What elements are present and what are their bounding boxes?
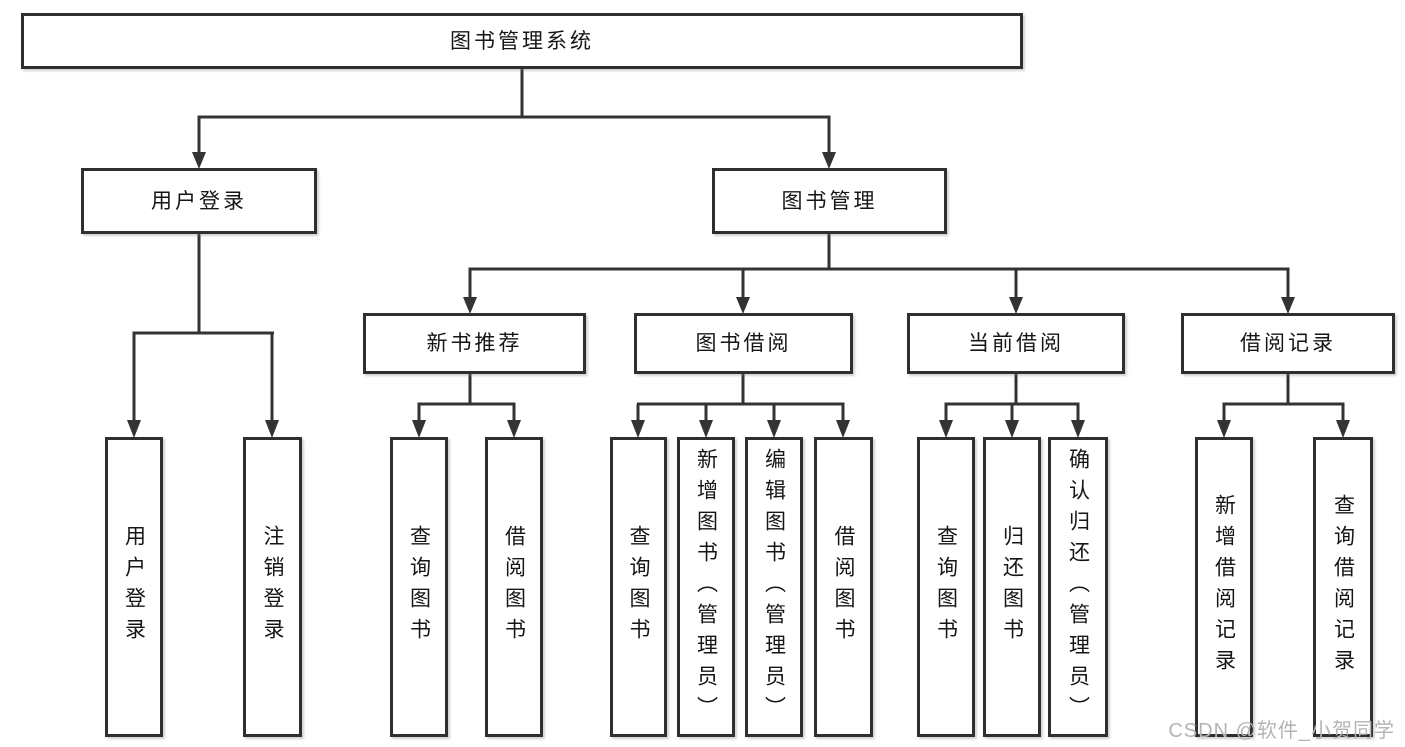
connector-current-borrow-split	[944, 374, 1080, 422]
connector-root-split	[197, 69, 831, 153]
node-root: 图书管理系统	[21, 13, 1023, 69]
node-logout-leaf: 注销登录	[243, 437, 302, 737]
connector-book-borrow-split	[636, 374, 845, 422]
node-bb-edit-books-label: 编辑图书（管理员）	[762, 447, 786, 727]
node-rec-borrow-books-label: 借阅图书	[502, 525, 526, 649]
node-rec-query-books: 查询图书	[390, 437, 448, 737]
node-cb-confirm-return: 确认归还（管理员）	[1048, 437, 1108, 737]
node-book-borrow-label: 图书借阅	[695, 332, 792, 355]
node-book-mgmt-label: 图书管理	[781, 189, 878, 213]
node-current-borrow-label: 当前借阅	[968, 332, 1064, 355]
node-book-mgmt: 图书管理	[712, 168, 947, 234]
node-bb-add-books-label: 新增图书（管理员）	[694, 447, 718, 727]
node-cb-return-books-label: 归还图书	[1000, 525, 1024, 649]
node-br-add-record-label: 新增借阅记录	[1212, 494, 1236, 680]
node-borrow-records-label: 借阅记录	[1240, 332, 1336, 355]
csdn-watermark: CSDN @软件_小贺同学	[1168, 720, 1395, 742]
node-rec-borrow-books: 借阅图书	[485, 437, 543, 737]
connector-borrow-records-split	[1222, 374, 1345, 422]
node-rec-query-books-label: 查询图书	[407, 525, 431, 649]
node-borrow-records: 借阅记录	[1181, 313, 1395, 374]
node-login-leaf-label: 用户登录	[122, 525, 146, 649]
node-root-label: 图书管理系统	[450, 29, 594, 53]
node-br-query-record: 查询借阅记录	[1313, 437, 1373, 737]
node-cb-query-books: 查询图书	[917, 437, 975, 737]
node-current-borrow: 当前借阅	[907, 313, 1125, 374]
node-cb-query-books-label: 查询图书	[934, 525, 958, 649]
node-bb-borrow-books: 借阅图书	[814, 437, 873, 737]
node-cb-confirm-return-label: 确认归还（管理员）	[1066, 447, 1090, 727]
connector-new-book-rec-split	[417, 374, 516, 422]
node-cb-return-books: 归还图书	[983, 437, 1041, 737]
node-bb-query-books-label: 查询图书	[627, 525, 650, 649]
node-user-login: 用户登录	[81, 168, 317, 234]
node-bb-borrow-books-label: 借阅图书	[832, 525, 855, 649]
node-login-leaf: 用户登录	[105, 437, 163, 737]
node-new-book-rec: 新书推荐	[363, 313, 586, 374]
connector-user-login-split	[132, 234, 274, 422]
node-logout-leaf-label: 注销登录	[261, 525, 284, 649]
node-bb-add-books: 新增图书（管理员）	[677, 437, 735, 737]
node-br-query-record-label: 查询借阅记录	[1331, 494, 1355, 680]
node-new-book-rec-label: 新书推荐	[426, 332, 523, 355]
node-user-login-label: 用户登录	[151, 189, 247, 213]
node-bb-edit-books: 编辑图书（管理员）	[745, 437, 803, 737]
node-book-borrow: 图书借阅	[634, 313, 853, 374]
node-br-add-record: 新增借阅记录	[1195, 437, 1253, 737]
connector-book-mgmt-split	[468, 234, 1290, 298]
node-bb-query-books: 查询图书	[610, 437, 667, 737]
